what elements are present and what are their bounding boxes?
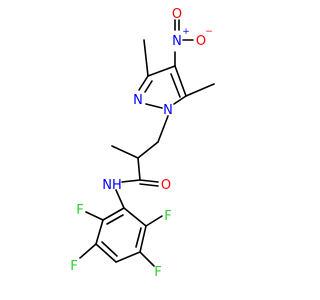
- atom-f-left-top: F: [76, 203, 83, 218]
- bond-carbonyl-o-double: [139, 183, 159, 187]
- bond-carbonyl-nh: [121, 179, 141, 183]
- bond-ring-inner-2: [101, 241, 118, 257]
- bond-carbonyl-o: [139, 179, 159, 183]
- bond-ring-1: [102, 207, 125, 221]
- bond-n2-c3: [138, 75, 149, 91]
- charge-nitro-n: +: [182, 27, 190, 37]
- bond-n2-c3-double: [144, 80, 153, 93]
- bond-c3-methyl: [143, 39, 149, 77]
- bond-ring-inner-3: [135, 227, 142, 248]
- bond-n1-n2: [145, 103, 163, 109]
- bond-c4-c5: [174, 65, 187, 97]
- bond-c3-c4: [147, 65, 176, 77]
- bond-c5-n1: [173, 95, 187, 105]
- atom-nitro-n: N: [172, 34, 182, 49]
- bond-layer: [79, 19, 215, 267]
- bond-ring-5: [139, 225, 147, 253]
- atom-amide-nh: NH: [102, 178, 122, 193]
- atom-nitro-o-top: O: [172, 7, 182, 22]
- bond-ring-6: [123, 207, 147, 227]
- atom-amide-o: O: [161, 178, 171, 193]
- bond-ch-carbonyl: [137, 157, 141, 181]
- atom-ring-n2: N: [133, 93, 143, 108]
- atom-f-right-top: F: [164, 209, 171, 224]
- bond-c-f-right-top: [145, 215, 163, 227]
- bond-nh-c1: [115, 189, 125, 209]
- atom-f-left-bottom: F: [70, 259, 77, 274]
- atom-label-layer: O N + O − N N O NH F F F F: [70, 7, 213, 280]
- bond-ch-methyl: [111, 145, 139, 159]
- bond-ring-2: [95, 219, 104, 245]
- charge-nitro-o: −: [205, 27, 213, 37]
- structure-canvas: O N + O − N N O NH F F F F: [70, 7, 215, 280]
- atom-f-right-bottom: F: [154, 265, 161, 280]
- bond-ch2-ch: [137, 141, 159, 159]
- bond-ring-4: [115, 251, 141, 263]
- bond-c-f-left-bottom: [79, 243, 97, 259]
- bond-c4-c5-double: [170, 73, 181, 98]
- bond-ring-inner-1: [106, 214, 124, 225]
- bond-n1-ch2: [157, 115, 169, 143]
- bond-ring-3: [95, 243, 117, 263]
- bond-c-f-right-bottom: [139, 251, 155, 267]
- molecule-diagram: O N + O − N N O NH F F F F: [70, 7, 215, 280]
- bond-c5-methyl: [185, 83, 215, 97]
- atom-nitro-o-right: O: [196, 34, 206, 49]
- bond-c-f-left-top: [85, 211, 104, 221]
- atom-ring-n1: N: [163, 103, 173, 118]
